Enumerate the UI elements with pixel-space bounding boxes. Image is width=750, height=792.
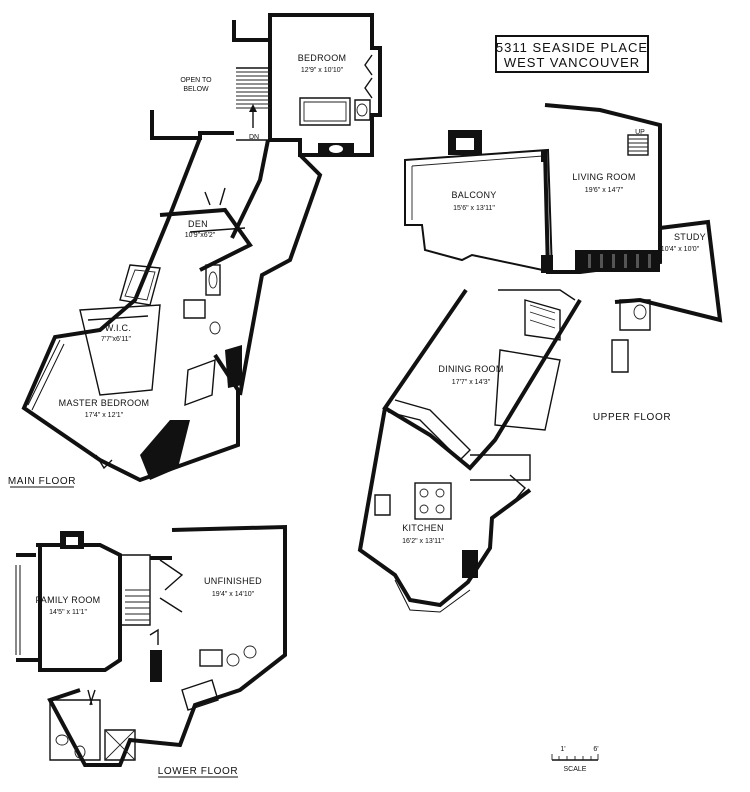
note-below: BELOW [183, 86, 209, 93]
size-balcony: 15'6" x 13'11" [453, 205, 495, 212]
label-bedroom: BEDROOM [298, 53, 347, 63]
size-bedroom: 12'9" x 10'10" [301, 67, 344, 74]
floor-label-main: MAIN FLOOR [8, 476, 76, 487]
label-living-room: LIVING ROOM [572, 172, 635, 182]
scale-bar: 1' 6' SCALE [551, 746, 599, 773]
floor-label-lower: LOWER FLOOR [158, 766, 239, 777]
main-floor-plan [21, 13, 382, 483]
size-unfinished: 19'4" x 14'10" [212, 591, 255, 598]
stair-dn-label: DN [249, 134, 259, 141]
label-unfinished: UNFINISHED [204, 576, 262, 586]
floor-label-upper: UPPER FLOOR [593, 412, 671, 423]
upper-floor-plan [357, 103, 723, 613]
stair-up-label: UP [635, 129, 645, 136]
title-city: WEST VANCOUVER [504, 55, 640, 70]
scale-label: SCALE [564, 766, 587, 773]
size-master-bedroom: 17'4" x 12'1" [85, 412, 124, 419]
label-master-bedroom: MASTER BEDROOM [59, 398, 150, 408]
label-wic: W.I.C. [105, 323, 131, 333]
size-family-room: 14'5" x 11'1" [49, 609, 87, 616]
size-wic: 7'7"x6'11" [101, 336, 132, 343]
label-family-room: FAMILY ROOM [36, 595, 101, 605]
lower-floor-plan [15, 524, 287, 767]
note-open-to: OPEN TO [180, 77, 212, 84]
label-den: DEN [188, 219, 208, 229]
size-study: 10'4" x 10'0" [661, 246, 700, 253]
title-block: 5311 SEASIDE PLACE WEST VANCOUVER [495, 35, 649, 73]
label-study: STUDY [674, 232, 706, 242]
title-address: 5311 SEASIDE PLACE [496, 40, 648, 55]
scale-start-label: 1' [560, 746, 565, 753]
size-living-room: 19'6" x 14'7" [585, 187, 624, 194]
size-dining-room: 17'7" x 14'3" [452, 379, 491, 386]
scale-end-label: 6' [593, 746, 598, 753]
label-balcony: BALCONY [451, 190, 496, 200]
size-den: 10'9"x6'2" [185, 232, 216, 239]
label-dining-room: DINING ROOM [438, 364, 503, 374]
size-kitchen: 16'2" x 13'11" [402, 538, 444, 545]
label-kitchen: KITCHEN [402, 523, 444, 533]
